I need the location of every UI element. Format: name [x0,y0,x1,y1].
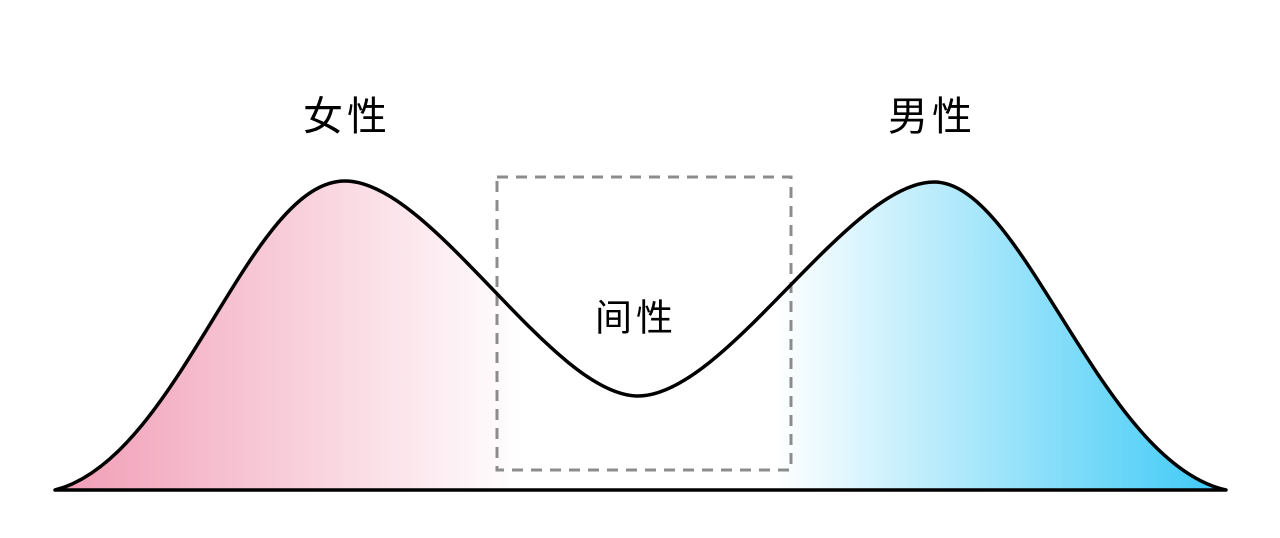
male-label: 男性 [888,94,976,140]
female-label: 女性 [303,94,391,140]
bimodal-curve-outline [53,179,1228,492]
intersex-dashed-box [495,175,793,472]
bimodal-area-fill [55,181,1226,490]
intersex-label: 间性 [595,296,677,340]
